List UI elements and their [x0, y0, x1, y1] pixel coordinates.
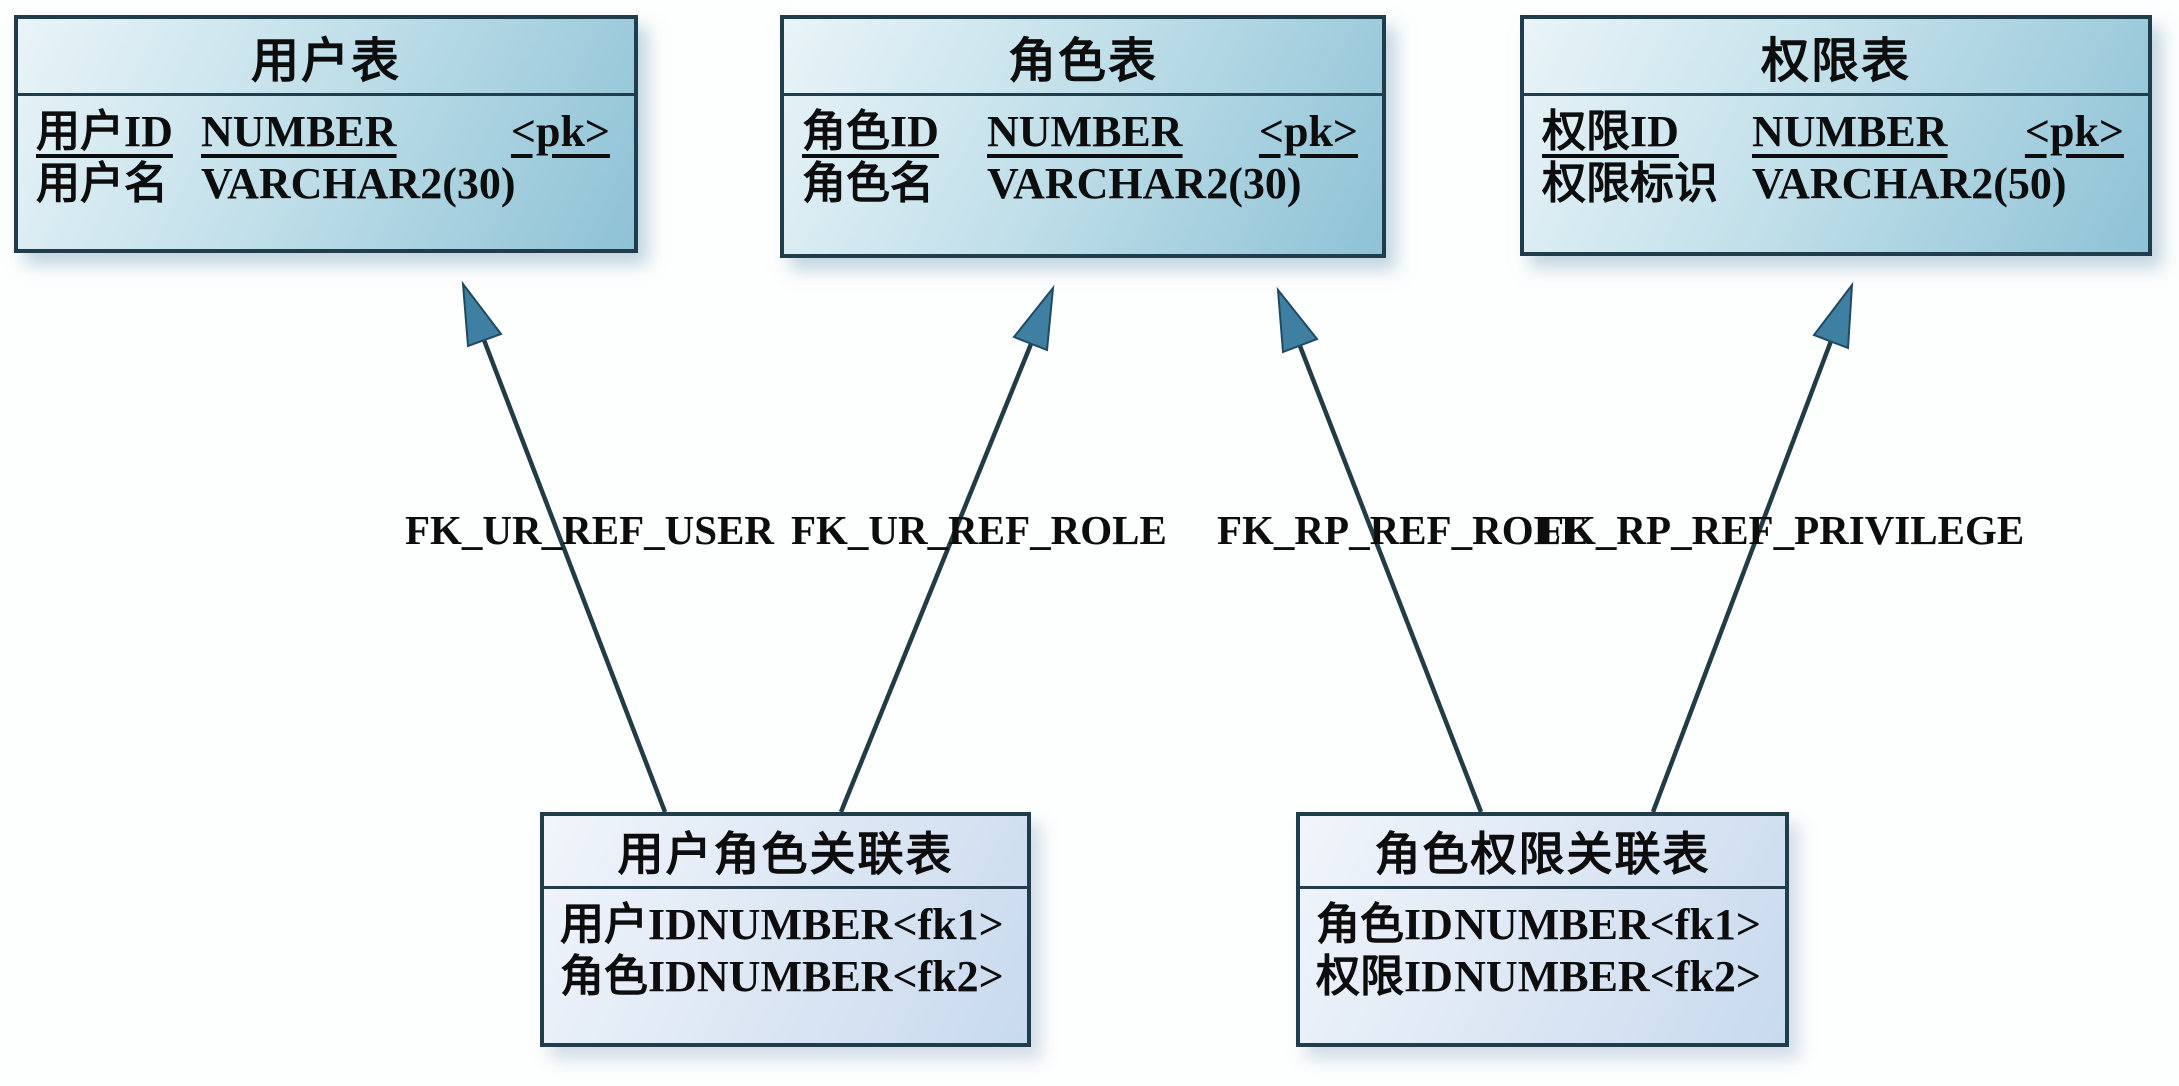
- relation-line-fk-ur-ref-role: [838, 343, 1034, 813]
- column-name: 权限ID: [1316, 952, 1453, 1001]
- column-type: VARCHAR2(30): [987, 159, 1302, 208]
- relation-label-fk-rp-ref-role: FK_RP_REF_ROLE: [1217, 507, 1589, 553]
- relation-label-fk-ur-ref-role: FK_UR_REF_ROLE: [791, 507, 1167, 553]
- arrowhead-icon: [1276, 286, 1319, 354]
- column-row-pk: 权限ID NUMBER <pk>: [1542, 106, 2124, 158]
- column-row-fk: 角色ID NUMBER <fk1>: [1316, 899, 1761, 951]
- column-name: 角色ID: [560, 952, 697, 1001]
- column-name: 角色ID: [802, 107, 939, 156]
- entity-columns: 用户ID NUMBER <fk1> 角色ID NUMBER <fk2>: [544, 889, 1027, 1003]
- entity-columns: 权限ID NUMBER <pk> 权限标识 VARCHAR2(50): [1524, 96, 2148, 210]
- entity-privilege-table: 权限表 权限ID NUMBER <pk> 权限标识 VARCHAR2(50): [1520, 15, 2152, 256]
- entity-title: 用户表: [18, 19, 634, 96]
- column-type: NUMBER: [1454, 900, 1650, 949]
- column-row-fk: 角色ID NUMBER <fk2>: [560, 951, 1004, 1003]
- entity-title: 角色表: [784, 19, 1382, 96]
- column-name: 权限标识: [1542, 159, 1718, 208]
- column-type: VARCHAR2(30): [201, 159, 516, 208]
- entity-columns: 角色ID NUMBER <fk1> 权限ID NUMBER <fk2>: [1300, 889, 1785, 1003]
- arrowhead-icon: [1812, 281, 1854, 350]
- entity-title: 权限表: [1524, 19, 2148, 96]
- column-row-pk: 用户ID NUMBER <pk>: [36, 106, 610, 158]
- column-key-marker: <fk2>: [892, 952, 1004, 1001]
- column-row: 用户名 VARCHAR2(30): [36, 158, 610, 210]
- entity-user-role-link-table: 用户角色关联表 用户ID NUMBER <fk1> 角色ID NUMBER <f…: [540, 812, 1031, 1047]
- column-type: NUMBER: [201, 107, 397, 156]
- relation-label-fk-rp-ref-privilege: FK_RP_REF_PRIVILEGE: [1539, 507, 2025, 553]
- column-name: 用户ID: [36, 107, 173, 156]
- column-key-marker: <pk>: [1258, 107, 1358, 156]
- column-key-marker: <pk>: [510, 107, 610, 156]
- column-type: NUMBER: [696, 900, 893, 949]
- column-key-marker: <fk2>: [1649, 952, 1761, 1001]
- entity-title: 角色权限关联表: [1300, 816, 1785, 889]
- column-name: 权限ID: [1542, 107, 1679, 156]
- column-key-marker: <fk1>: [892, 900, 1004, 949]
- column-key-marker: <fk1>: [1649, 900, 1761, 949]
- entity-columns: 用户ID NUMBER <pk> 用户名 VARCHAR2(30): [18, 96, 634, 210]
- column-row: 角色名 VARCHAR2(30): [802, 158, 1358, 210]
- column-type: NUMBER: [987, 107, 1183, 156]
- column-key-marker: <pk>: [2024, 107, 2124, 156]
- relation-label-fk-ur-ref-user: FK_UR_REF_USER: [405, 507, 775, 553]
- entity-role-table: 角色表 角色ID NUMBER <pk> 角色名 VARCHAR2(30): [780, 15, 1386, 258]
- column-name: 角色名: [802, 159, 934, 208]
- arrowhead-icon: [1012, 284, 1055, 352]
- column-name: 用户ID: [560, 900, 697, 949]
- column-name: 用户名: [36, 159, 168, 208]
- entity-title: 用户角色关联表: [544, 816, 1027, 889]
- column-type: NUMBER: [1752, 107, 1948, 156]
- column-row-fk: 用户ID NUMBER <fk1>: [560, 899, 1004, 951]
- relation-line-fk-ur-ref-user: [481, 339, 668, 813]
- column-row-pk: 角色ID NUMBER <pk>: [802, 106, 1358, 158]
- relation-line-fk-rp-ref-role: [1297, 345, 1484, 813]
- arrowhead-icon: [461, 280, 503, 348]
- column-name: 角色ID: [1316, 900, 1453, 949]
- column-type: NUMBER: [1454, 952, 1650, 1001]
- relation-line-fk-rp-ref-privilege: [1650, 340, 1834, 813]
- entity-user-table: 用户表 用户ID NUMBER <pk> 用户名 VARCHAR2(30): [14, 15, 638, 253]
- column-type: VARCHAR2(50): [1752, 159, 2067, 208]
- entity-role-privilege-link-table: 角色权限关联表 角色ID NUMBER <fk1> 权限ID NUMBER <f…: [1296, 812, 1789, 1047]
- column-row: 权限标识 VARCHAR2(50): [1542, 158, 2124, 210]
- column-type: NUMBER: [696, 952, 893, 1001]
- column-row-fk: 权限ID NUMBER <fk2>: [1316, 951, 1761, 1003]
- entity-columns: 角色ID NUMBER <pk> 角色名 VARCHAR2(30): [784, 96, 1382, 210]
